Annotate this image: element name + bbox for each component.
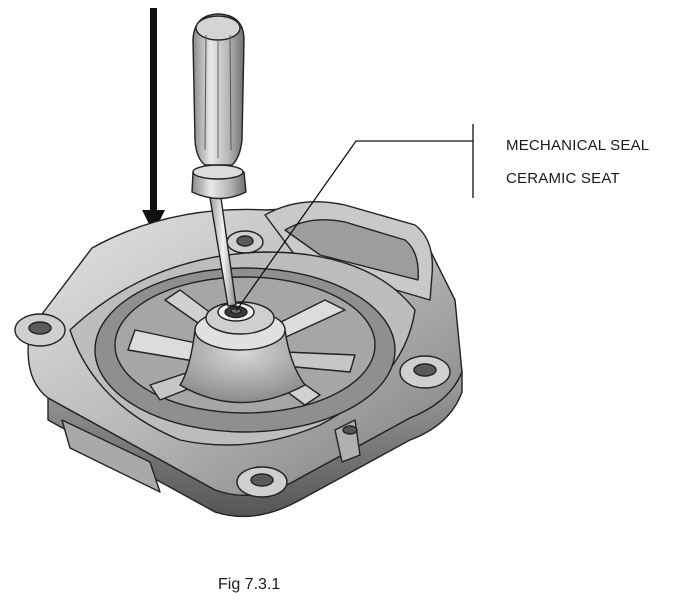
callout-label-ceramic-seat: CERAMIC SEAT (506, 170, 620, 187)
screwdriver-icon (191, 13, 247, 307)
figure-caption: Fig 7.3.1 (218, 576, 281, 593)
callout-leader (235, 124, 474, 312)
pump-housing-icon (14, 201, 463, 518)
down-arrow-icon (142, 8, 165, 233)
callout-label-mechanical-seal: MECHANICAL SEAL (506, 137, 650, 154)
